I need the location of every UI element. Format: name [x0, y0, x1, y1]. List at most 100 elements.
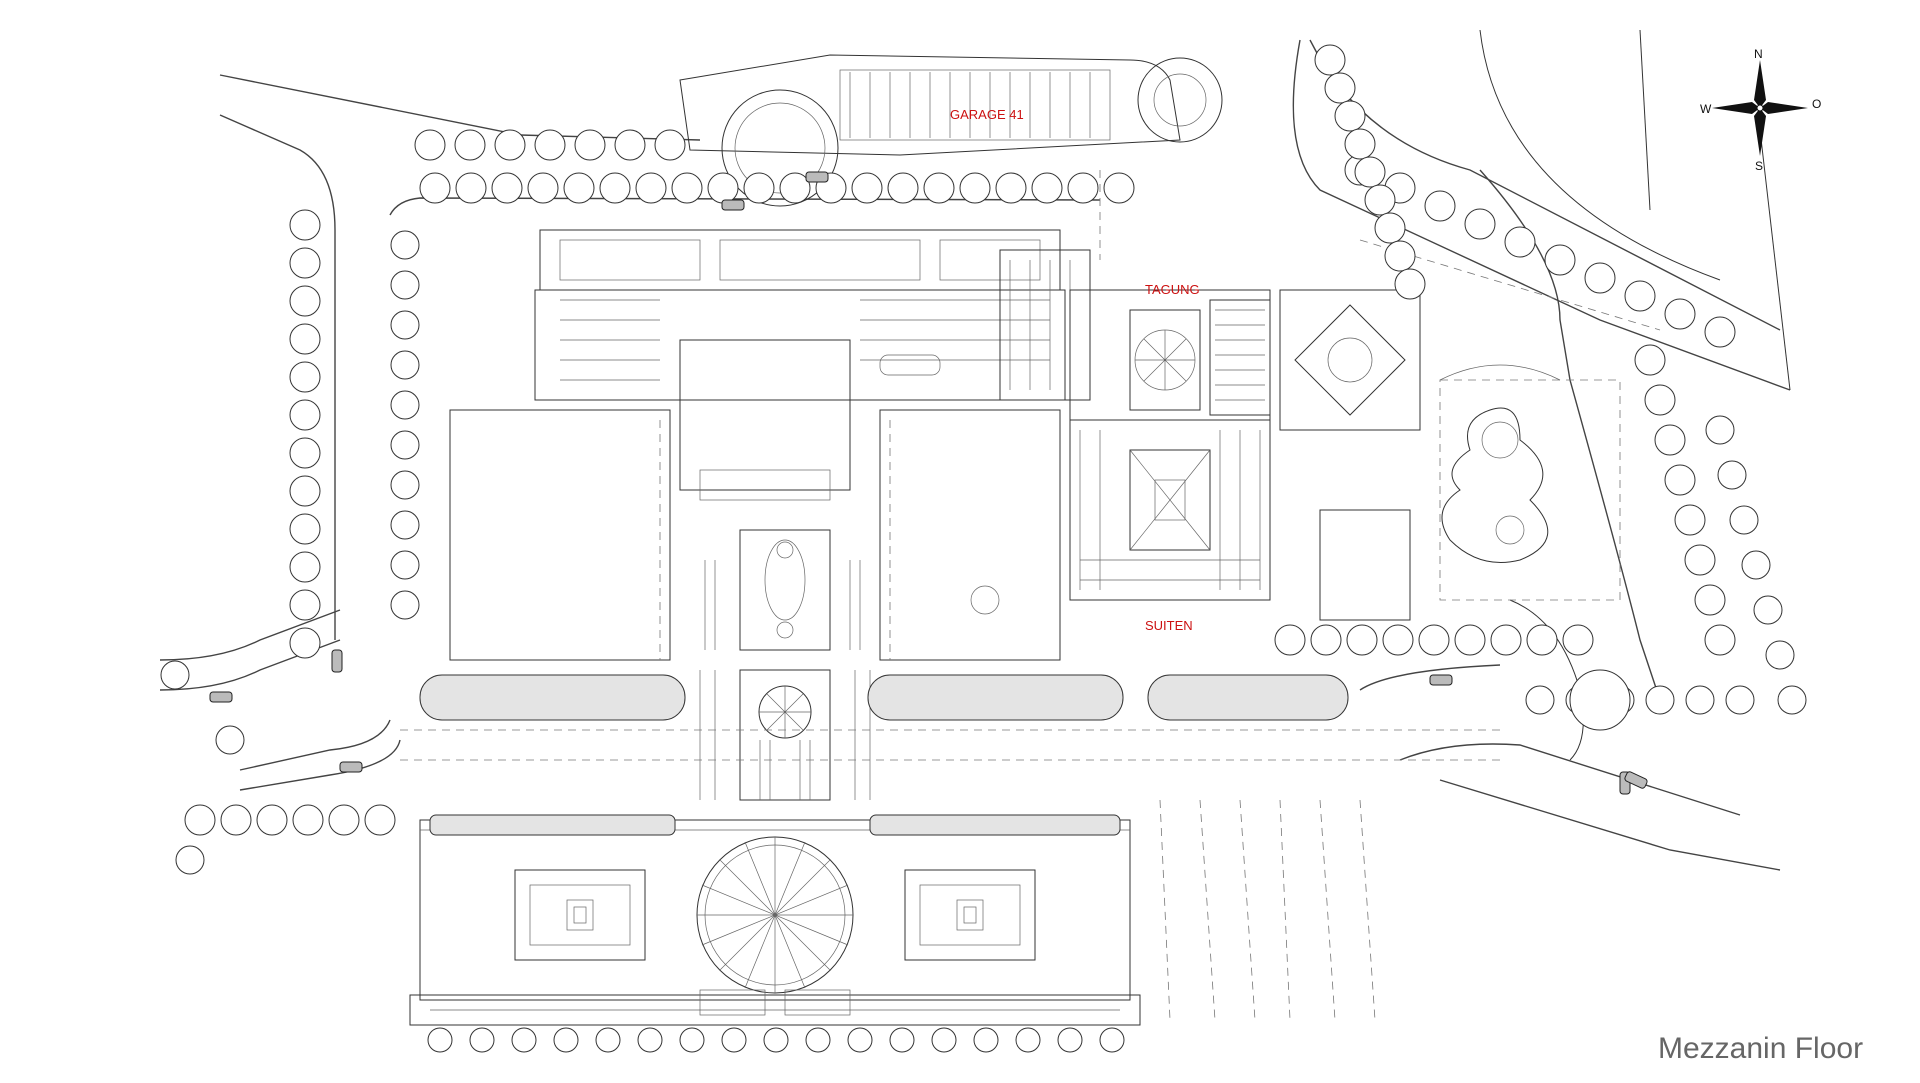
tree-icon [923, 172, 955, 204]
tree-icon [763, 1027, 789, 1053]
pool-area [1319, 364, 1621, 621]
hedge-rows [419, 674, 1349, 836]
tree-icon [390, 430, 420, 460]
tree-icon [494, 129, 526, 161]
tree-icon [390, 350, 420, 380]
tree-icon [414, 129, 446, 161]
tree-icon [779, 172, 811, 204]
tree-icon [1634, 344, 1666, 376]
tree-icon [1354, 156, 1386, 188]
tree-icon [419, 172, 451, 204]
tree-icon [1624, 280, 1656, 312]
tree-group [160, 44, 1807, 1053]
tree-icon [721, 1027, 747, 1053]
tree-icon [527, 172, 559, 204]
tree-icon [1015, 1027, 1041, 1053]
tree-icon [455, 172, 487, 204]
tree-icon [1729, 505, 1759, 535]
tree-icon [1334, 100, 1366, 132]
tree-icon [1664, 464, 1696, 496]
tree-icon [1525, 685, 1555, 715]
tree-icon [595, 1027, 621, 1053]
tree-icon [1364, 184, 1396, 216]
tree-icon [563, 172, 595, 204]
tree-icon [491, 172, 523, 204]
parking-lanes [400, 170, 1661, 1021]
tree-icon [1645, 685, 1675, 715]
tree-icon [1464, 208, 1496, 240]
tree-icon [995, 172, 1027, 204]
tree-icon [390, 230, 420, 260]
tree-icon [599, 172, 631, 204]
tree-icon [390, 590, 420, 620]
tree-icon [635, 172, 667, 204]
tree-icon [289, 285, 321, 317]
tree-icon [1753, 595, 1783, 625]
suiten-label: SUITEN [1145, 618, 1193, 633]
tree-icon [851, 172, 883, 204]
tree-icon [511, 1027, 537, 1053]
tree-icon [1384, 240, 1416, 272]
tree-icon [637, 1027, 663, 1053]
tree-icon [160, 660, 190, 690]
tree-icon [1346, 624, 1378, 656]
tree-icon [1454, 624, 1486, 656]
tree-icon [887, 172, 919, 204]
tree-icon [292, 804, 324, 836]
tree-icon [390, 550, 420, 580]
tree-icon [390, 470, 420, 500]
tree-icon [220, 804, 252, 836]
tree-icon [390, 270, 420, 300]
tree-icon [289, 323, 321, 355]
tree-icon [743, 172, 775, 204]
tree-icon [1705, 415, 1735, 445]
tree-icon [1424, 190, 1456, 222]
tree-icon [889, 1027, 915, 1053]
tree-icon [1310, 624, 1342, 656]
tree-icon [614, 129, 646, 161]
tree-icon [1685, 685, 1715, 715]
tree-icon [707, 172, 739, 204]
central-boulevard [699, 669, 871, 801]
tree-icon [847, 1027, 873, 1053]
tree-icon [1274, 624, 1306, 656]
tree-icon [1314, 44, 1346, 76]
tree-icon [1741, 550, 1771, 580]
compass-north-label: N [1754, 47, 1763, 61]
garage-41-building: GARAGE 41 [679, 54, 1223, 207]
lower-formal-garden [409, 819, 1141, 1026]
tree-icon [1526, 624, 1558, 656]
tree-icon [1694, 584, 1726, 616]
tree-icon [1099, 1027, 1125, 1053]
tree-icon [289, 361, 321, 393]
tree-icon [289, 399, 321, 431]
compass-rose: N S W O [1700, 47, 1821, 173]
tree-icon [1504, 226, 1536, 258]
tree-icon [654, 129, 686, 161]
tree-icon [390, 390, 420, 420]
tagung-wing: TAGUNG [1069, 282, 1421, 431]
tree-icon [1344, 128, 1376, 160]
tree-icon [1765, 640, 1795, 670]
tree-icon [1103, 172, 1135, 204]
tree-icon [1490, 624, 1522, 656]
garage-label: GARAGE 41 [950, 107, 1024, 122]
floor-title: Mezzanin Floor [1658, 1032, 1863, 1065]
tree-icon [328, 804, 360, 836]
tree-icon [1569, 669, 1631, 731]
tree-icon [1057, 1027, 1083, 1053]
tree-icon [805, 1027, 831, 1053]
tree-icon [1725, 685, 1755, 715]
hotel-main-building [534, 229, 1091, 501]
tree-icon [289, 437, 321, 469]
tree-icon [1704, 624, 1736, 656]
tree-icon [215, 725, 245, 755]
tree-icon [679, 1027, 705, 1053]
tree-icon [574, 129, 606, 161]
tree-icon [534, 129, 566, 161]
tree-icon [959, 172, 991, 204]
tree-icon [289, 513, 321, 545]
tree-icon [289, 627, 321, 659]
tree-icon [931, 1027, 957, 1053]
